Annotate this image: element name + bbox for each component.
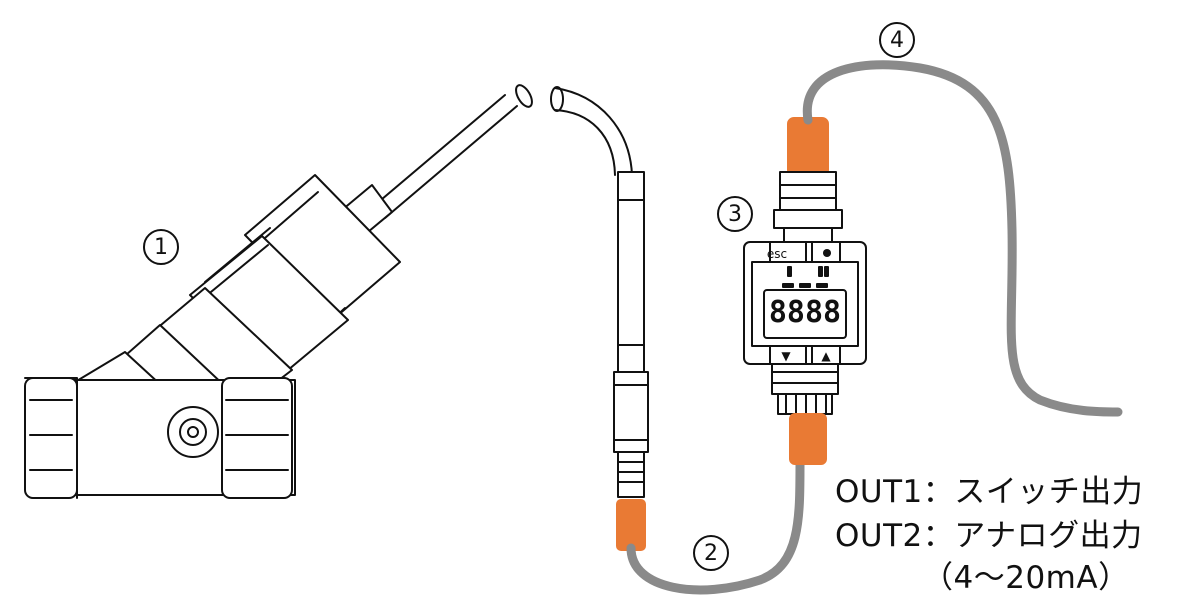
label-3: 3	[717, 196, 753, 232]
up-arrow-icon: ▲	[821, 349, 831, 363]
label-2: 2	[693, 535, 729, 571]
valve	[24, 84, 533, 499]
esc-label: esc	[767, 247, 787, 261]
sensor-cable	[550, 86, 649, 551]
gray-cable-4	[802, 60, 1123, 417]
out1-text: OUT1：スイッチ出力	[835, 474, 1144, 510]
display-digits: 8888	[769, 295, 841, 330]
out2-range-text: （4～20mA）	[922, 560, 1130, 596]
gray-cable-2	[626, 457, 805, 595]
out2-text: OUT2：アナログ出力	[835, 518, 1143, 554]
label-4: 4	[879, 22, 915, 58]
display-unit	[743, 117, 867, 465]
label-1: 1	[143, 229, 179, 265]
down-arrow-icon: ▼	[781, 349, 791, 363]
